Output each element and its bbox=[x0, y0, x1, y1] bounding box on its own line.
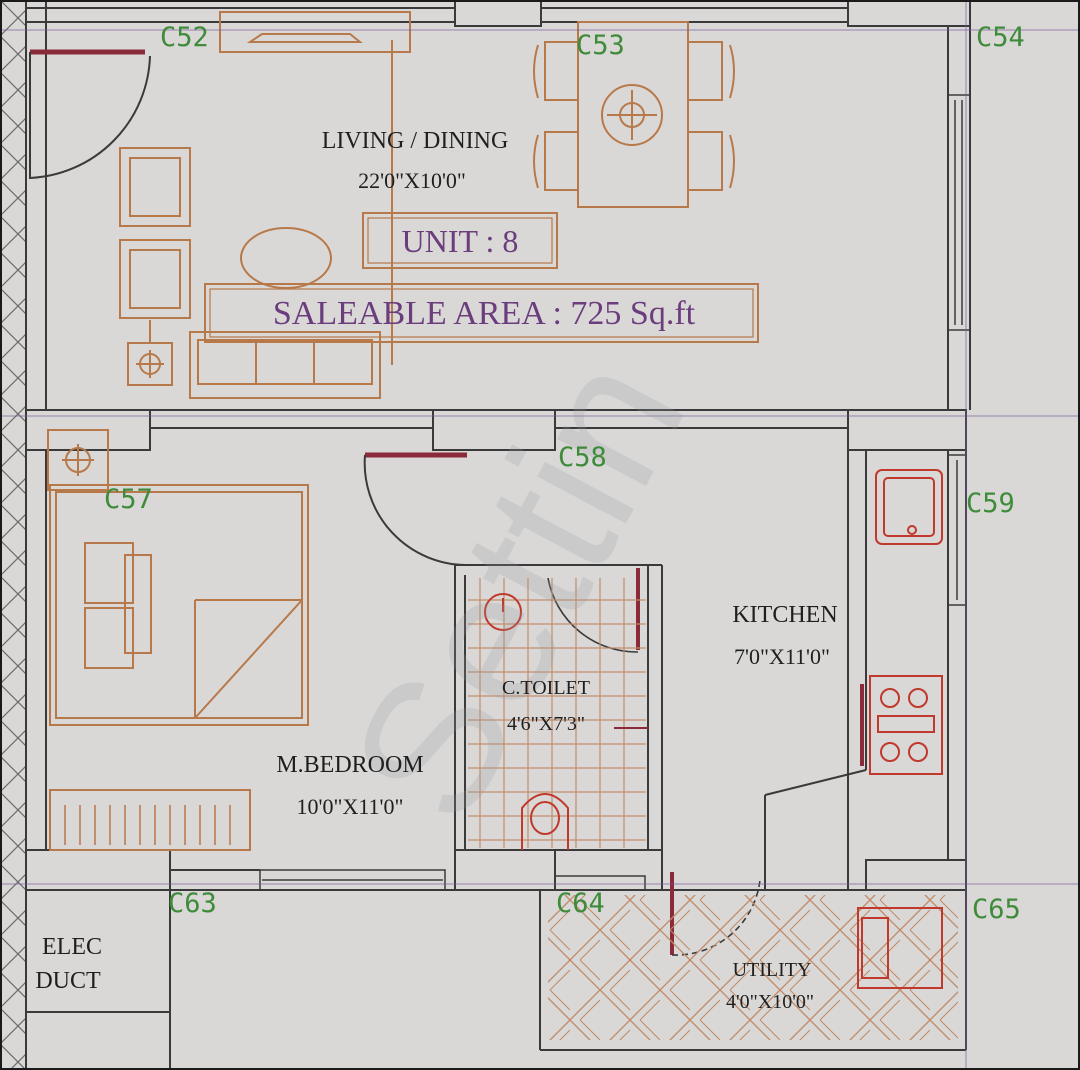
column-label-c64: C64 bbox=[556, 888, 605, 919]
column-label-c58: C58 bbox=[558, 442, 607, 473]
toilet-fixtures bbox=[484, 593, 648, 850]
tv-unit bbox=[219, 11, 411, 365]
kitchen-name: KITCHEN bbox=[732, 602, 837, 628]
toilet-floor-tiles bbox=[468, 578, 646, 848]
dining-table bbox=[533, 21, 735, 208]
area-label-box bbox=[204, 283, 759, 343]
saleable-area: SALEABLE AREA : 725 Sq.ft bbox=[273, 295, 696, 332]
column-label-c65: C65 bbox=[972, 894, 1021, 925]
column-label-c54: C54 bbox=[976, 22, 1025, 53]
wardrobe-hatch bbox=[64, 805, 231, 845]
elec-duct-line1: ELEC bbox=[42, 934, 102, 960]
column-label-c52: C52 bbox=[160, 22, 209, 53]
living-room-dim: 22'0"X10'0" bbox=[358, 168, 466, 193]
utility-floor-pattern bbox=[548, 895, 958, 1040]
living-room-name: LIVING / DINING bbox=[322, 128, 509, 154]
column-label-c59: C59 bbox=[966, 488, 1015, 519]
column-label-c53: C53 bbox=[576, 30, 625, 61]
bedroom-dim: 10'0"X11'0" bbox=[297, 794, 404, 819]
living-furniture bbox=[119, 147, 381, 399]
utility-fixture bbox=[857, 907, 943, 989]
column-label-c63: C63 bbox=[168, 888, 217, 919]
column-label-c57: C57 bbox=[104, 484, 153, 515]
kitchen-fixtures bbox=[869, 469, 943, 775]
bedroom-furniture bbox=[47, 429, 309, 851]
unit-label-box bbox=[362, 212, 558, 269]
utility-dim: 4'0"X10'0" bbox=[726, 991, 814, 1013]
toilet-dim: 4'6"X7'3" bbox=[507, 713, 585, 735]
elec-duct-line2: DUCT bbox=[35, 968, 101, 994]
column-blocks bbox=[25, 0, 971, 891]
toilet-name: C.TOILET bbox=[502, 677, 590, 699]
unit-label: UNIT : 8 bbox=[402, 223, 519, 259]
utility-name: UTILITY bbox=[733, 959, 812, 981]
kitchen-dim: 7'0"X11'0" bbox=[734, 644, 830, 669]
boundary-hatch bbox=[2, 0, 26, 1070]
bedroom-name: M.BEDROOM bbox=[276, 752, 423, 778]
